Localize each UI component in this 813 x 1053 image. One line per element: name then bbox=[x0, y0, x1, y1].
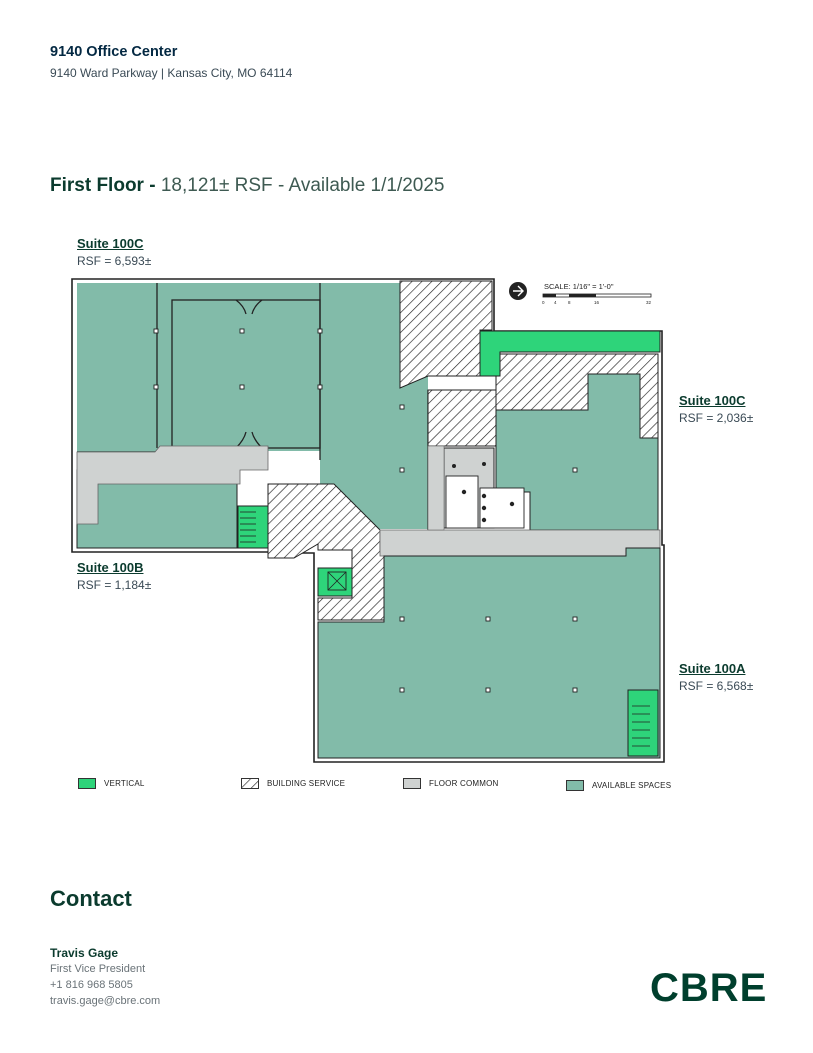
columns bbox=[153, 328, 578, 693]
property-name: 9140 Office Center bbox=[50, 44, 178, 60]
service-mid bbox=[427, 389, 497, 447]
suite-link[interactable]: Suite 100C bbox=[679, 393, 746, 408]
legend-available-spaces: AVAILABLE SPACES bbox=[566, 780, 671, 791]
suite-label-100b: Suite 100B RSF = 1,184± bbox=[77, 560, 151, 592]
suite-100a-area bbox=[317, 547, 661, 759]
suite-link[interactable]: Suite 100A bbox=[679, 661, 746, 676]
property-address: 9140 Ward Parkway | Kansas City, MO 6411… bbox=[50, 66, 293, 80]
suite-label-100c-west: Suite 100C RSF = 6,593± bbox=[77, 236, 151, 268]
legend-floor-common: FLOOR COMMON bbox=[403, 778, 499, 789]
stair-west bbox=[237, 505, 269, 549]
north-arrow-icon bbox=[509, 282, 527, 300]
floor-title: First Floor - 18,121± RSF - Available 1/… bbox=[50, 175, 445, 197]
contact-name: Travis Gage bbox=[50, 946, 119, 960]
legend-swatch bbox=[566, 780, 584, 791]
legend-swatch bbox=[403, 778, 421, 789]
suite-label-100a: Suite 100A RSF = 6,568± bbox=[679, 661, 753, 693]
cbre-logo: CBRE bbox=[650, 966, 768, 1010]
svg-text:16: 16 bbox=[594, 300, 600, 305]
scale-bar bbox=[542, 293, 652, 298]
floor-title-detail: 18,121± RSF - Available 1/1/2025 bbox=[160, 175, 445, 196]
floor-title-bold: First Floor - bbox=[50, 175, 156, 196]
svg-text:4: 4 bbox=[554, 300, 557, 305]
suite-rsf: RSF = 2,036± bbox=[679, 411, 754, 425]
corridor-connector bbox=[427, 445, 445, 531]
vertical-north bbox=[479, 330, 661, 377]
legend-building-service: BUILDING SERVICE bbox=[241, 778, 345, 789]
suite-rsf: RSF = 1,184± bbox=[77, 578, 152, 592]
corridor-main bbox=[379, 529, 661, 557]
legend-vertical: VERTICAL bbox=[78, 778, 145, 789]
corridor-west bbox=[76, 445, 269, 525]
contact-title: First Vice President bbox=[50, 963, 146, 975]
svg-text:8: 8 bbox=[568, 300, 571, 305]
contact-email[interactable]: travis.gage@cbre.com bbox=[50, 995, 161, 1007]
suite-rsf: RSF = 6,568± bbox=[679, 679, 754, 693]
contact-heading: Contact bbox=[50, 886, 132, 911]
svg-text:0: 0 bbox=[542, 300, 545, 305]
contact-phone[interactable]: +1 816 968 5805 bbox=[50, 979, 133, 991]
scale-label: SCALE: 1/16" = 1'-0" bbox=[544, 282, 614, 291]
suite-rsf: RSF = 6,593± bbox=[77, 254, 152, 268]
legend-swatch bbox=[78, 778, 96, 789]
suite-label-100c-east: Suite 100C RSF = 2,036± bbox=[679, 393, 753, 425]
svg-text:32: 32 bbox=[646, 300, 652, 305]
service-north bbox=[399, 280, 493, 389]
suite-link[interactable]: Suite 100C bbox=[77, 236, 144, 251]
stair-east bbox=[627, 689, 659, 757]
suite-link[interactable]: Suite 100B bbox=[77, 560, 144, 575]
legend-swatch bbox=[241, 778, 259, 789]
